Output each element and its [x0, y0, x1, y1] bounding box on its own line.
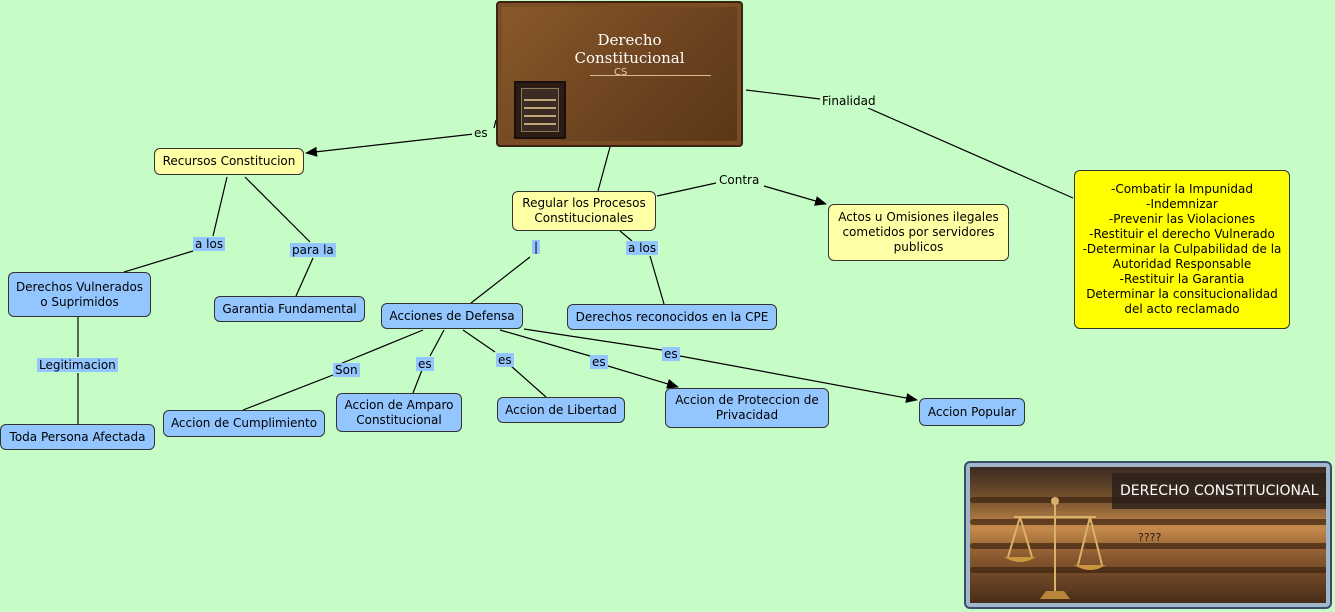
edge-alos-cpe: [649, 255, 665, 305]
cover-ornament: CS: [614, 67, 628, 78]
edge-acciones-es1: [429, 329, 445, 357]
scales-of-justice-icon: [1004, 497, 1106, 599]
edge-acciones-es2: [462, 329, 496, 353]
node-derechos-vulnerados[interactable]: Derechos Vulnerados o Suprimidos: [8, 272, 151, 317]
edge-recursos-parala: [244, 176, 311, 243]
edge-es3-privacidad: [607, 365, 679, 389]
edge-es4-popular: [679, 355, 918, 403]
edge-cover-regular: [597, 146, 611, 192]
label-contra: Contra: [717, 173, 762, 187]
photo-banner-title: DERECHO CONSTITUCIONAL: [1112, 473, 1326, 509]
bench-row: [970, 567, 1326, 573]
node-finalidades[interactable]: -Combatir la Impunidad -Indemnizar -Prev…: [1074, 170, 1290, 329]
cover-divider: [590, 75, 711, 76]
courtroom-image: ???? DERECHO CONSTITUCIONAL: [964, 461, 1332, 609]
book-icon: [514, 81, 566, 139]
edge-son-cumplimiento: [242, 374, 334, 411]
book-page: [521, 88, 559, 132]
edge-es1-amparo: [412, 369, 423, 394]
edge-alos-dv: [123, 250, 194, 273]
edge-es2-libertad: [510, 365, 547, 398]
edge-cover-finalidad: [745, 89, 821, 100]
edge-acciones-son: [339, 329, 424, 365]
edge-acciones-es3: [499, 329, 591, 357]
book-line: [524, 123, 556, 125]
edge-parala-garantia: [295, 257, 314, 297]
label-es-3: es: [590, 355, 608, 369]
edge-cover-es: [493, 119, 497, 129]
edge-acciones-es4: [523, 328, 663, 351]
node-recursos-constitucion[interactable]: Recursos Constitucion: [154, 148, 304, 175]
node-accion-cumplimiento[interactable]: Accion de Cumplimiento: [163, 410, 325, 437]
node-regular-procesos[interactable]: Regular los Procesos Constitucionales: [512, 191, 656, 231]
book-cover-image: Derecho Constitucional CS: [496, 1, 743, 147]
label-es-top: es: [472, 126, 490, 140]
label-es-2: es: [496, 353, 514, 367]
label-son: Son: [333, 363, 360, 377]
label-es-1: es: [416, 357, 434, 371]
label-para-la: para la: [290, 243, 336, 257]
edge-regular-alos: [619, 230, 633, 242]
node-toda-persona[interactable]: Toda Persona Afectada: [0, 424, 155, 450]
edge-es-recursos: [305, 133, 475, 157]
label-a-los-1: a los: [193, 237, 226, 251]
node-actos-omisiones[interactable]: Actos u Omisiones ilegales cometidos por…: [828, 204, 1009, 261]
node-accion-libertad[interactable]: Accion de Libertad: [497, 397, 625, 423]
node-garantia-fundamental[interactable]: Garantia Fundamental: [214, 296, 365, 322]
bench-row: [970, 519, 1326, 525]
node-accion-privacidad[interactable]: Accion de Proteccion de Privacidad: [665, 388, 829, 428]
edge-regular-contra: [656, 182, 717, 197]
label-a-los-2: a los: [626, 241, 659, 255]
edge-contra-actos: [763, 185, 827, 206]
edge-finalidad-box: [867, 107, 1074, 199]
photo-caption: ????: [1138, 531, 1162, 544]
node-accion-popular[interactable]: Accion Popular: [919, 398, 1025, 426]
label-legitimacion: Legitimacion: [37, 358, 118, 372]
label-es-4: es: [662, 347, 680, 361]
edge-recursos-alos: [212, 176, 228, 237]
book-line: [524, 115, 556, 117]
node-derechos-cpe[interactable]: Derechos reconocidos en la CPE: [567, 304, 777, 330]
courtroom-background: ???? DERECHO CONSTITUCIONAL: [970, 467, 1326, 603]
node-acciones-defensa[interactable]: Acciones de Defensa: [381, 303, 523, 329]
label-finalidad: Finalidad: [820, 94, 878, 108]
book-line: [524, 107, 556, 109]
bench-row: [970, 543, 1326, 549]
label-pipe: |: [532, 240, 541, 254]
node-accion-amparo[interactable]: Accion de Amparo Constitucional: [336, 393, 462, 432]
book-line: [524, 99, 556, 101]
cover-title: Derecho Constitucional: [574, 31, 685, 67]
edge-pipe-acciones: [470, 256, 531, 304]
